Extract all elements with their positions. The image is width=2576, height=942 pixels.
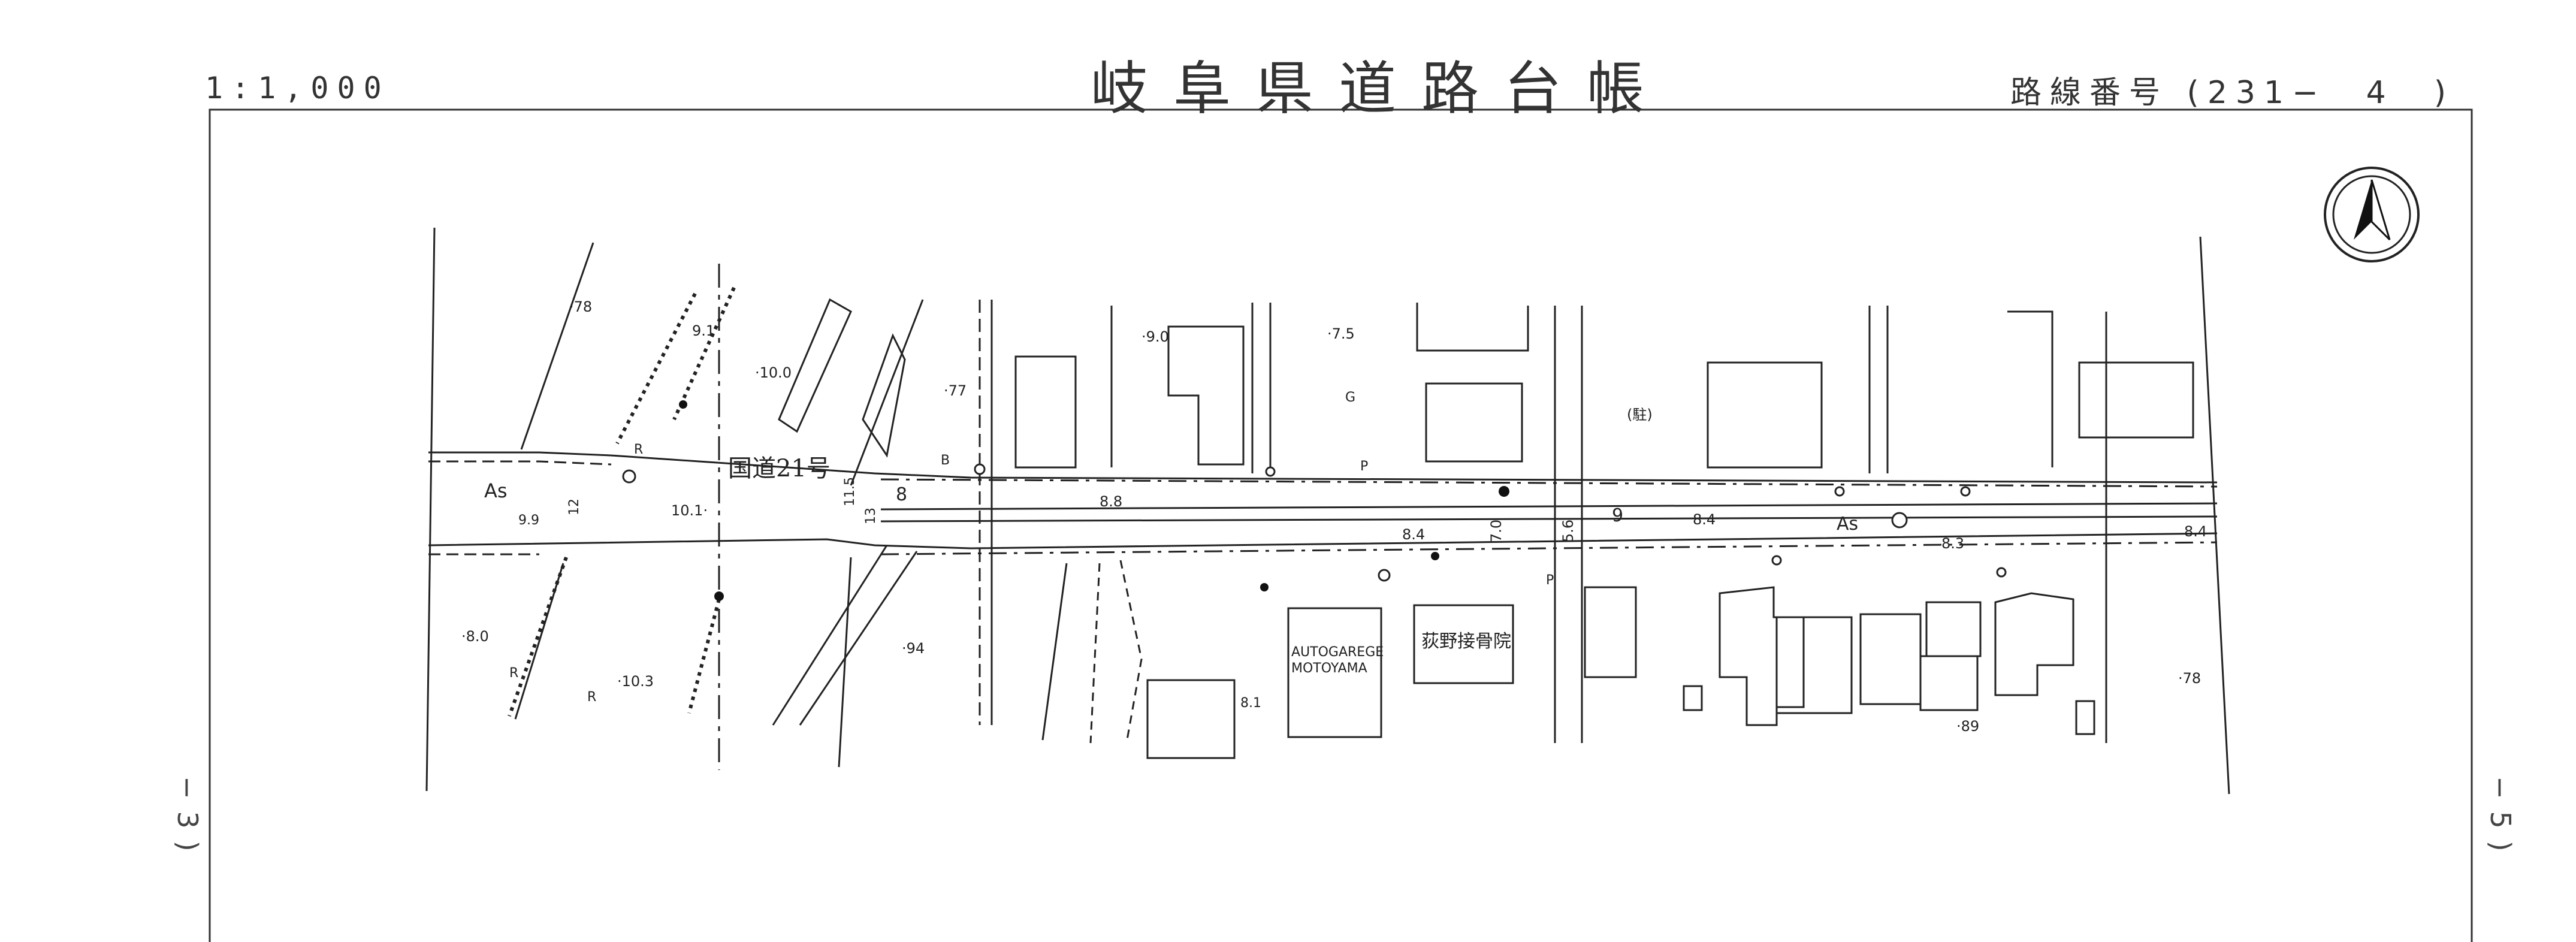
width-label: 9 <box>1612 505 1623 526</box>
elevation-label: 9.1 <box>692 322 715 339</box>
autogarage-name-line2: MOTOYAMA <box>1291 661 1367 676</box>
page-title: 岐阜県道路台帳 <box>1091 55 1669 122</box>
surface-label-left: As <box>484 479 508 502</box>
map-symbol-p: P <box>1360 459 1368 474</box>
autogarage-name-line1: AUTOGAREGE <box>1291 645 1384 660</box>
route-number-value: (231− 4 ) <box>2187 75 2455 111</box>
autogarage-building <box>1287 607 1382 738</box>
width-label: 8 <box>896 484 907 505</box>
north-arrow-icon <box>2324 167 2420 262</box>
route-number: 路線番号 (231− 4 ) <box>2010 67 2454 112</box>
route-label: 路線番号 <box>2010 75 2169 111</box>
map-symbol-b: B <box>941 453 950 468</box>
map-symbol-p: P <box>1546 573 1554 588</box>
map-symbol-g: G <box>1345 390 1355 405</box>
road-linework <box>425 227 2230 795</box>
map-scale: 1:1,000 <box>205 71 390 105</box>
width-label: 11.5 <box>842 477 857 506</box>
elevation-label: ·77 <box>944 382 967 399</box>
width-label: 8.1 <box>1240 696 1261 711</box>
map-symbol-r: R <box>634 442 643 457</box>
survey-points <box>622 463 2007 582</box>
width-label: 8.4 <box>2184 523 2207 540</box>
width-label: 8.4 <box>1693 511 1716 528</box>
elevation-label: ·78 <box>569 298 592 315</box>
map-symbol-r: R <box>587 690 596 705</box>
width-label: 8.3 <box>1941 535 1964 552</box>
width-label: 8.4 <box>1402 526 1425 543</box>
elevation-label: ·9.0 <box>1141 328 1169 345</box>
elevation-label: 10.1· <box>671 502 708 519</box>
surface-label-right: As <box>1837 514 1858 535</box>
width-label: 8.8 <box>1100 493 1122 510</box>
elevation-label: ·10.3 <box>617 673 654 690</box>
map-frame <box>209 108 2473 942</box>
national-route-label: 国道21号 <box>728 455 831 482</box>
width-label: 12 <box>567 499 582 515</box>
width-label: 13 <box>863 508 878 524</box>
map-symbol-r: R <box>509 666 518 681</box>
elevation-label: ·10.0 <box>755 364 792 381</box>
elevation-label: ·7.5 <box>1327 325 1355 342</box>
clinic-name: 荻野接骨院 <box>1421 631 1511 652</box>
elevation-label: ·94 <box>902 640 925 657</box>
parking-mark: (駐) <box>1627 406 1653 423</box>
width-label: 7.0 <box>1488 520 1505 542</box>
elevation-label: ·78 <box>2178 670 2201 687</box>
elevation-label: ·8.0 <box>461 628 489 645</box>
elevation-label: ·89 <box>1956 718 1979 735</box>
utility-poles <box>679 400 1509 601</box>
width-label: 5.6 <box>1560 520 1577 542</box>
width-label: 9.9 <box>518 513 539 528</box>
